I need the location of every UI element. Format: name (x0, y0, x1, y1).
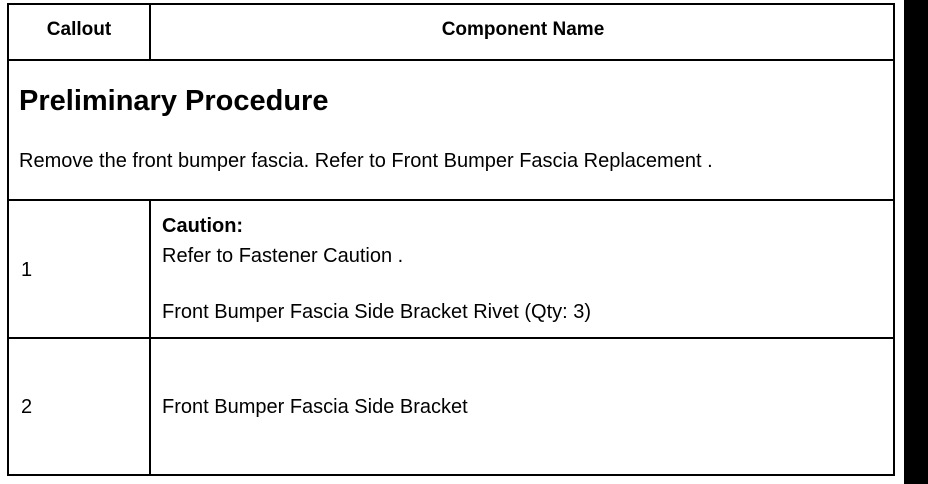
row-1-component: Front Bumper Fascia Side Bracket Rivet (… (162, 301, 592, 323)
preliminary-bottom-rule (9, 199, 893, 201)
row-1-callout: 1 (21, 259, 33, 281)
row-1-caution-label: Caution: (162, 215, 244, 237)
preliminary-procedure-text: Remove the front bumper fascia. Refer to… (19, 150, 713, 172)
right-edge-bar (904, 0, 928, 484)
procedure-table: Callout Component Name Preliminary Proce… (7, 3, 895, 476)
row-2-component: Front Bumper Fascia Side Bracket (162, 396, 468, 418)
header-callout: Callout (46, 19, 112, 40)
header-component-name: Component Name (441, 19, 605, 40)
header-bottom-rule (9, 59, 893, 61)
row-1-caution-text: Refer to Fastener Caution . (162, 245, 404, 267)
preliminary-procedure-title: Preliminary Procedure (19, 85, 329, 117)
row-2-callout: 2 (21, 396, 33, 418)
header-divider (149, 5, 151, 59)
row-1-bottom-rule (9, 337, 893, 339)
